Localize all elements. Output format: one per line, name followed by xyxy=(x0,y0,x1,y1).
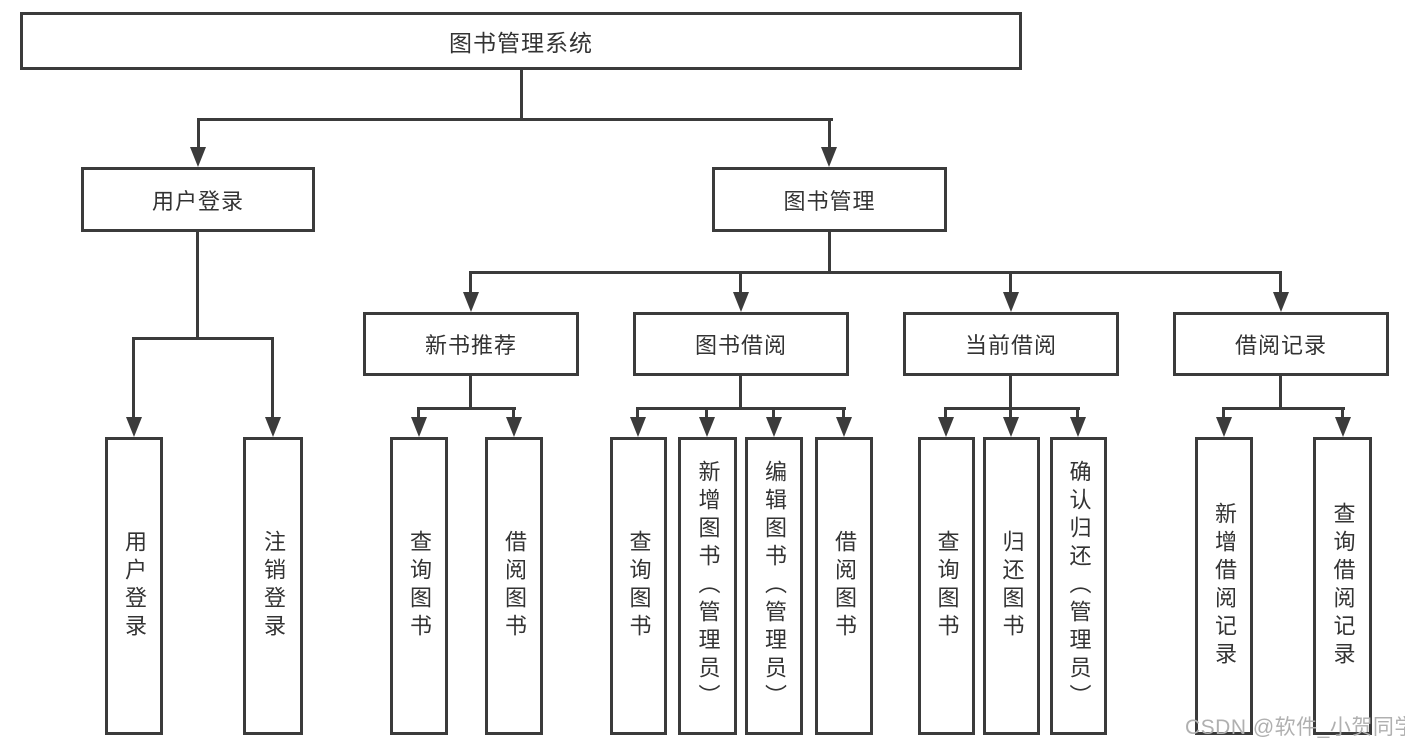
arrowhead-cb-confirm xyxy=(1070,417,1086,437)
connector-drop-current-borrow xyxy=(1009,271,1012,294)
arrowhead-user-login xyxy=(190,147,206,167)
connector-current-borrow-hbar xyxy=(944,407,1080,410)
connector-drop-new-book-recommend xyxy=(469,271,472,294)
leaf-records-add-record: 新增借阅记录 xyxy=(1195,437,1253,735)
leaf-borrow-add-books-admin: 新增图书（管理员） xyxy=(678,437,737,735)
connector-drop-cb-confirm xyxy=(1076,407,1079,419)
arrowhead-recommend-query xyxy=(411,417,427,437)
arrowhead-br-add xyxy=(1216,417,1232,437)
arrowhead-current-borrow xyxy=(1003,292,1019,312)
leaf-recommend-query-books: 查询图书 xyxy=(390,437,448,735)
connector-drop-book-management xyxy=(828,118,831,149)
connector-drop-recommend-borrow xyxy=(512,407,515,419)
connector-drop-br-query xyxy=(1341,407,1344,419)
leaf-current-return-books: 归还图书 xyxy=(983,437,1040,735)
connector-book-borrow-stem xyxy=(739,376,742,407)
connector-root-hbar xyxy=(197,118,833,121)
connector-book-management-stem xyxy=(828,232,831,271)
connector-drop-borrow-records xyxy=(1279,271,1282,294)
connector-book-borrow-hbar xyxy=(636,407,846,410)
leaf-user-login: 用户登录 xyxy=(105,437,163,735)
arrowhead-cb-query xyxy=(938,417,954,437)
leaf-current-confirm-return-admin: 确认归还（管理员） xyxy=(1050,437,1107,735)
connector-drop-br-add xyxy=(1222,407,1225,419)
csdn-watermark: CSDN @软件_小贺同学 xyxy=(1185,716,1405,739)
connector-root-stem xyxy=(520,67,523,118)
connector-drop-cb-query xyxy=(944,407,947,419)
connector-borrow-records-stem xyxy=(1279,376,1282,407)
node-current-borrow: 当前借阅 xyxy=(903,312,1119,376)
node-new-book-recommend: 新书推荐 xyxy=(363,312,579,376)
connector-drop-cb-return xyxy=(1009,407,1012,419)
leaf-recommend-borrow-books: 借阅图书 xyxy=(485,437,543,735)
arrowhead-cb-return xyxy=(1003,417,1019,437)
connector-user-login-stem xyxy=(196,232,199,337)
node-borrow-records: 借阅记录 xyxy=(1173,312,1389,376)
arrowhead-book-management xyxy=(821,147,837,167)
arrowhead-bb-add xyxy=(699,417,715,437)
connector-drop-bb-query xyxy=(636,407,639,419)
arrowhead-bb-borrow xyxy=(836,417,852,437)
connector-current-borrow-stem xyxy=(1009,376,1012,407)
arrowhead-book-borrow xyxy=(733,292,749,312)
connector-drop-book-borrow xyxy=(739,271,742,294)
node-book-borrow: 图书借阅 xyxy=(633,312,849,376)
arrowhead-recommend-borrow xyxy=(506,417,522,437)
leaf-borrow-borrow-books: 借阅图书 xyxy=(815,437,873,735)
connector-drop-recommend-query xyxy=(417,407,420,419)
leaf-borrow-query-books: 查询图书 xyxy=(610,437,667,735)
arrowhead-borrow-records xyxy=(1273,292,1289,312)
arrowhead-bb-query xyxy=(630,417,646,437)
arrowhead-new-book-recommend xyxy=(463,292,479,312)
connector-drop-logout xyxy=(271,337,274,419)
connector-user-login-hbar xyxy=(133,337,274,340)
arrowhead-login xyxy=(126,417,142,437)
node-root: 图书管理系统 xyxy=(20,12,1022,70)
arrowhead-logout xyxy=(265,417,281,437)
leaf-logout: 注销登录 xyxy=(243,437,303,735)
connector-drop-bb-borrow xyxy=(842,407,845,419)
leaf-borrow-edit-books-admin: 编辑图书（管理员） xyxy=(745,437,803,735)
connector-drop-user-login xyxy=(197,118,200,149)
connector-book-management-hbar xyxy=(469,271,1282,274)
arrowhead-bb-edit xyxy=(766,417,782,437)
node-user-login: 用户登录 xyxy=(81,167,315,232)
leaf-current-query-books: 查询图书 xyxy=(918,437,975,735)
connector-drop-bb-edit xyxy=(772,407,775,419)
connector-recommend-stem xyxy=(469,376,472,407)
connector-borrow-records-hbar xyxy=(1222,407,1345,410)
connector-recommend-hbar xyxy=(417,407,516,410)
node-book-management: 图书管理 xyxy=(712,167,947,232)
connector-drop-login xyxy=(132,337,135,419)
arrowhead-br-query xyxy=(1335,417,1351,437)
connector-drop-bb-add xyxy=(705,407,708,419)
leaf-records-query-record: 查询借阅记录 xyxy=(1313,437,1372,735)
